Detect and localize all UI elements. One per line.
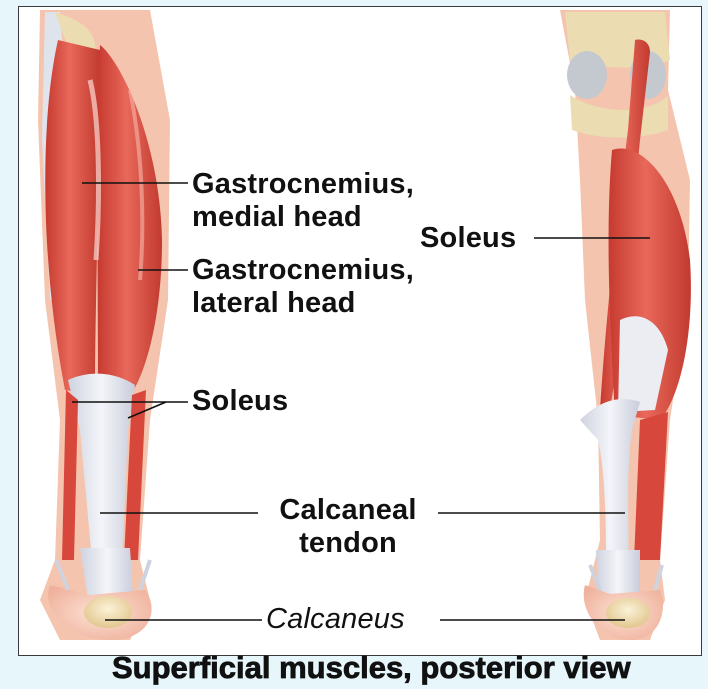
right-leg <box>560 10 691 640</box>
label-calcaneal-line2: tendon <box>262 527 434 560</box>
label-soleus-right: Soleus <box>420 222 516 255</box>
label-calcaneal-line1: Calcaneal <box>262 494 434 527</box>
label-gastrocnemius-lateral: Gastrocnemius, lateral head <box>192 254 414 320</box>
label-gastro-lateral-line1: Gastrocnemius, <box>192 254 414 287</box>
label-soleus-left: Soleus <box>192 385 288 418</box>
left-leg <box>38 10 170 640</box>
label-gastro-medial-line1: Gastrocnemius, <box>192 168 414 201</box>
label-gastro-medial-line2: medial head <box>192 201 414 234</box>
diagram-caption: Superficial muscles, posterior view <box>112 650 631 686</box>
label-calcaneus: Calcaneus <box>266 603 405 636</box>
label-gastro-lateral-line2: lateral head <box>192 287 414 320</box>
label-gastrocnemius-medial: Gastrocnemius, medial head <box>192 168 414 234</box>
label-calcaneal-tendon: Calcaneal tendon <box>262 494 434 560</box>
